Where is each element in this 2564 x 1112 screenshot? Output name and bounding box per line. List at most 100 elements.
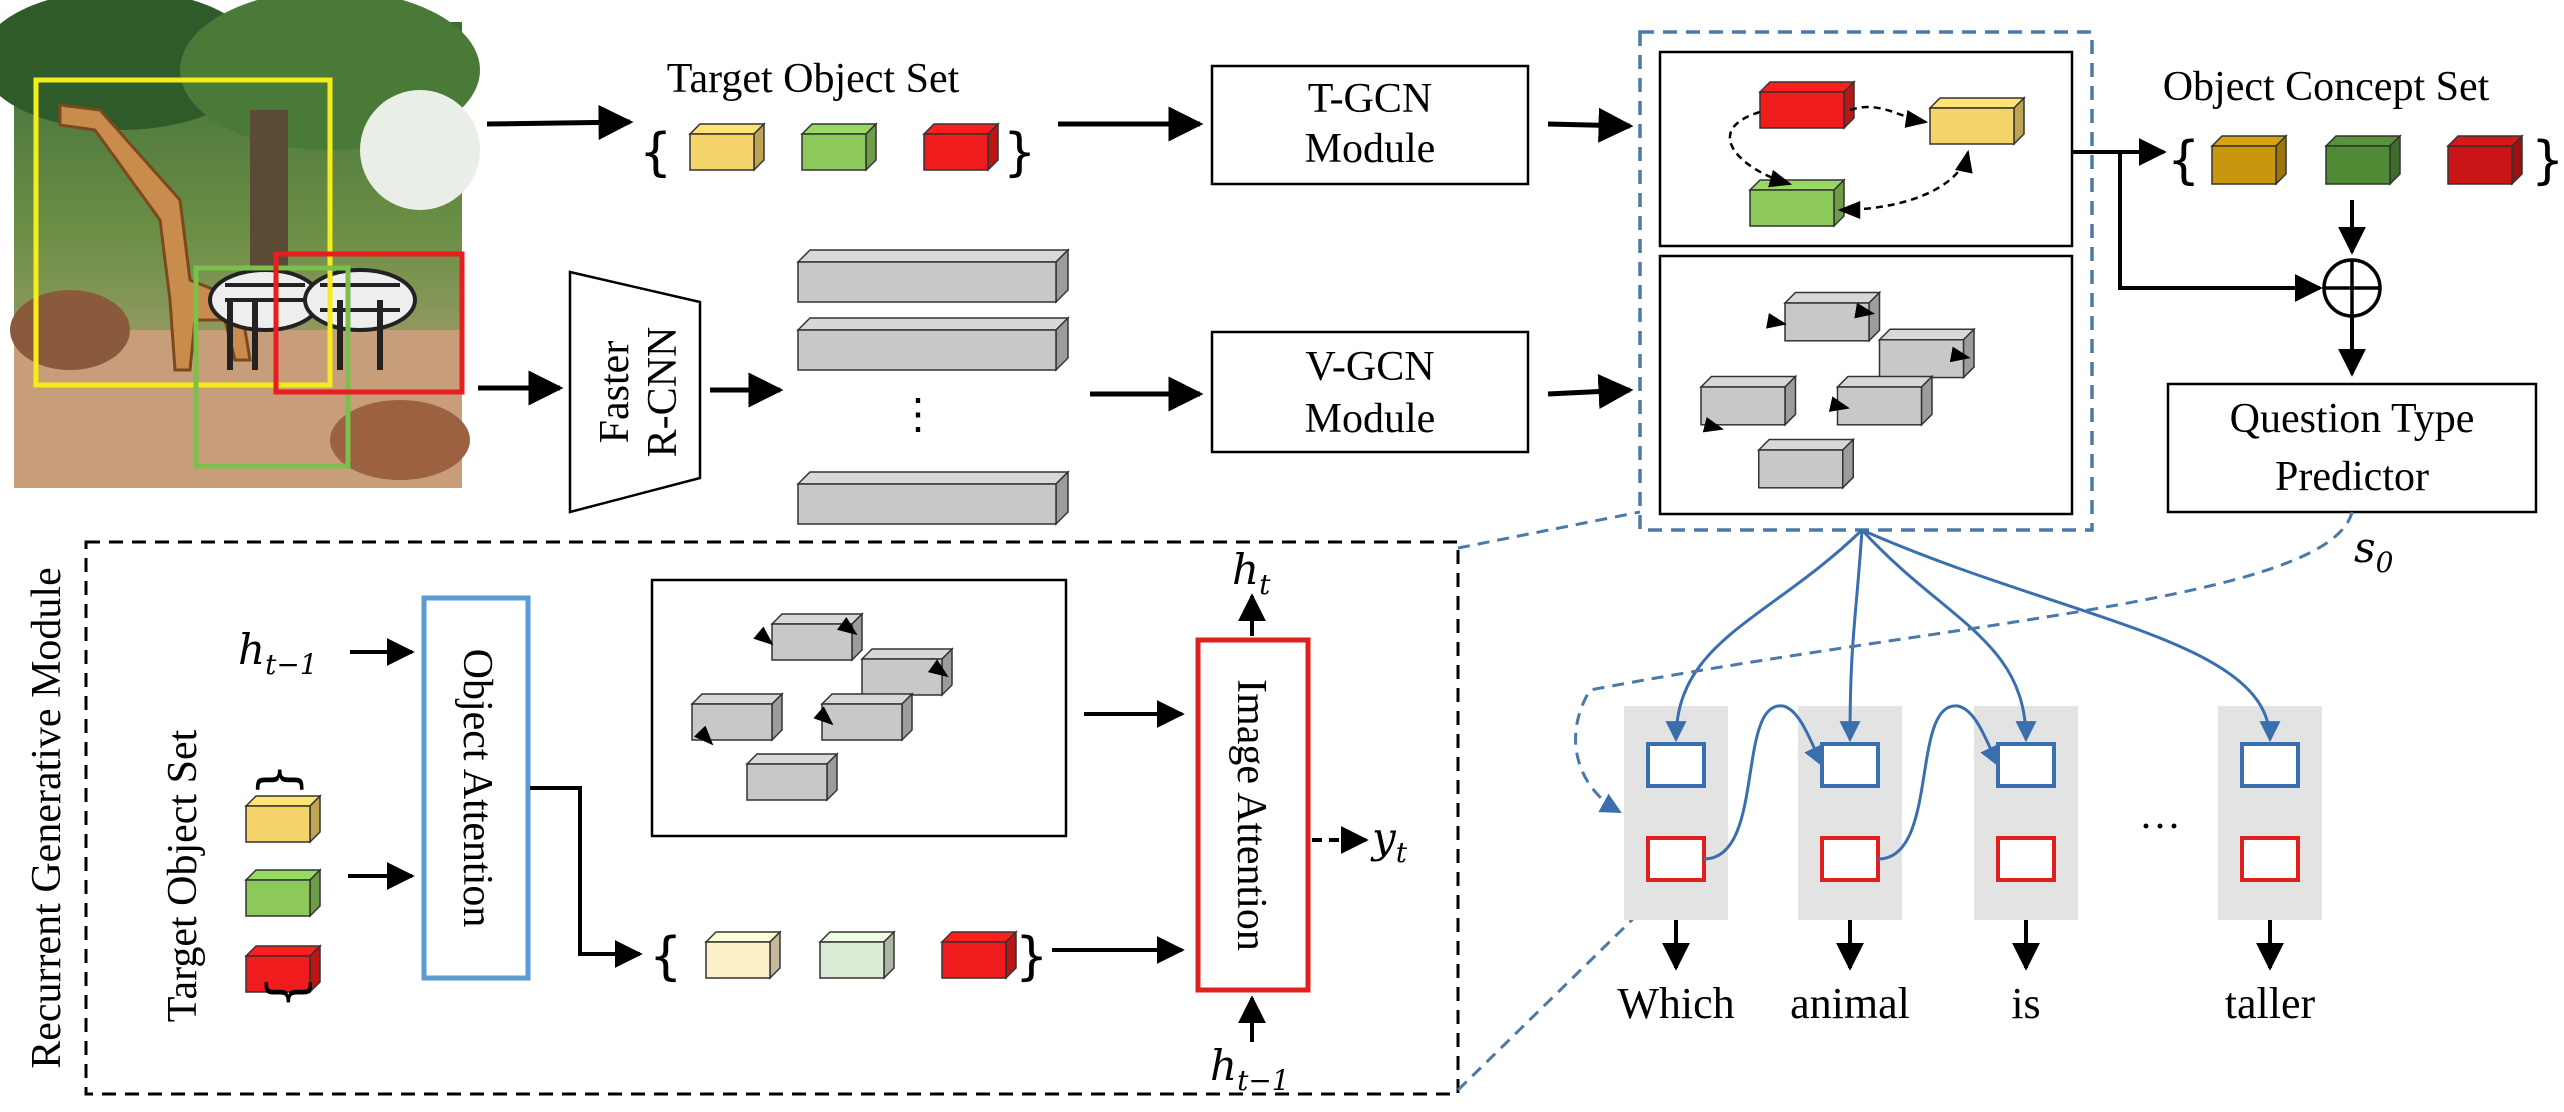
arrow-vgcn-to-graph bbox=[1547, 374, 1634, 410]
graph-to-decoder-arrow bbox=[1839, 529, 1864, 743]
cube-concept-green bbox=[2324, 134, 2402, 186]
decoder-hidden-cell bbox=[1996, 836, 2056, 882]
brace-open: { bbox=[640, 123, 671, 183]
decoder-attention-cell bbox=[1996, 742, 2056, 788]
y-t-output: yt bbox=[1370, 813, 1408, 869]
cube-yellow bbox=[688, 122, 766, 172]
bbox-yellow bbox=[33, 77, 333, 388]
image-attention-box bbox=[1195, 637, 1311, 993]
region-feature-bar-1 bbox=[796, 316, 1070, 372]
object-attention-box bbox=[421, 595, 531, 981]
graph-node-gray-3 bbox=[820, 692, 914, 742]
graph-node-gray-2 bbox=[690, 692, 784, 742]
cube-green bbox=[800, 122, 878, 172]
zoom-line-bottom bbox=[1456, 910, 1642, 1092]
rgm-object-red bbox=[244, 944, 322, 994]
decoder-ellipsis: ··· bbox=[2139, 804, 2181, 850]
graph-node-green bbox=[1748, 178, 1846, 228]
object-attention-label: Object Attention bbox=[454, 649, 500, 928]
cube-weighted-yellow bbox=[704, 930, 782, 980]
faster-rcnn-trapezoid bbox=[568, 270, 702, 514]
brace-close: } bbox=[1004, 123, 1035, 183]
graph-node-yellow bbox=[1928, 96, 2026, 146]
region-feature-bar-2 bbox=[796, 470, 1070, 526]
tgcn-label-1: T-GCN bbox=[1308, 76, 1432, 122]
graph-to-decoder-arrow bbox=[1861, 528, 2281, 743]
graph-node-gray-0 bbox=[770, 612, 864, 662]
recurrent-link-arrow bbox=[1877, 704, 2000, 861]
rgm-object-yellow bbox=[244, 794, 322, 844]
zoom-line-top bbox=[1457, 510, 1641, 550]
target-object-yellow bbox=[688, 122, 766, 172]
vgcn-module-box bbox=[1210, 330, 1530, 454]
recurrent-generative-module-box bbox=[84, 540, 1460, 1096]
vgcn-label-2: Module bbox=[1305, 396, 1436, 442]
tgcn-label-2: Module bbox=[1305, 126, 1436, 172]
graph-node-gray-1 bbox=[860, 647, 954, 697]
graph-node-gray-1 bbox=[1877, 327, 1976, 380]
edge-green-yellow bbox=[1837, 149, 1973, 219]
vgcn-label-1: V-GCN bbox=[1305, 344, 1434, 390]
weighted-object-green bbox=[818, 930, 896, 980]
rgm-target-object-set-label: Target Object Set bbox=[160, 729, 206, 1022]
decoder-attention-cell bbox=[1646, 742, 1706, 788]
target-object-green bbox=[800, 122, 878, 172]
cube-weighted-green bbox=[818, 930, 896, 980]
bbox-red bbox=[273, 251, 465, 395]
decoder-word: animal bbox=[1790, 979, 1910, 1028]
weighted-object-red bbox=[940, 930, 1018, 980]
sum-node-icon bbox=[2322, 258, 2382, 318]
cube-red bbox=[922, 122, 1000, 172]
rgm-object-green bbox=[244, 868, 322, 918]
rgm-brace-bottom: { bbox=[257, 977, 317, 1008]
h-t-output: ht bbox=[1232, 545, 1271, 601]
image-attention-label: Image Attention bbox=[1228, 679, 1274, 951]
faster-rcnn-label-1: Faster bbox=[592, 341, 638, 444]
graph-node-red bbox=[1758, 80, 1856, 130]
h-t-minus-1-input: ht−1 bbox=[238, 625, 318, 681]
h-t-minus-1-bottom: ht−1 bbox=[1210, 1041, 1290, 1097]
graph-node-gray-2 bbox=[1699, 374, 1798, 427]
edge-red-yellow bbox=[1849, 105, 1929, 128]
decoder-word: taller bbox=[2225, 979, 2316, 1028]
s0-label: s0 bbox=[2354, 523, 2393, 579]
region-feature-stack bbox=[796, 248, 1070, 526]
graph-to-decoder-arrow bbox=[1665, 528, 1864, 743]
tgcn-module-box bbox=[1210, 64, 1530, 186]
decoder-word: is bbox=[2011, 979, 2040, 1028]
region-feature-bar-0 bbox=[796, 248, 1070, 304]
target-object-set-title: Target Object Set bbox=[667, 56, 960, 102]
decoder-hidden-cell bbox=[2240, 836, 2300, 882]
predictor-label-2: Predictor bbox=[2275, 454, 2429, 500]
arrow-graph-to-sum bbox=[2118, 152, 2323, 302]
graph-node-gray-3 bbox=[1835, 374, 1934, 427]
graph-node-gray-4 bbox=[1756, 437, 1856, 490]
cube-rgm-yellow bbox=[244, 794, 322, 844]
concept-object-green bbox=[2324, 134, 2402, 186]
concept-brace-open: { bbox=[2168, 131, 2199, 191]
question-type-predictor-box bbox=[2166, 382, 2538, 514]
cube-concept-yellow bbox=[2210, 134, 2288, 186]
object-concept-set-title: Object Concept Set bbox=[2163, 64, 2490, 110]
cube-rgm-green bbox=[244, 868, 322, 918]
bbox-green bbox=[193, 265, 351, 469]
graph-node-gray-0 bbox=[1783, 290, 1882, 343]
concept-graph bbox=[1728, 80, 2026, 228]
concept-object-red bbox=[2446, 134, 2524, 186]
edge-red-green bbox=[1728, 110, 1793, 188]
concept-brace-close: } bbox=[2532, 131, 2563, 191]
predictor-label-1: Question Type bbox=[2230, 396, 2475, 442]
cube-concept-red bbox=[2446, 134, 2524, 186]
decoder-steps: Which animal is taller bbox=[1617, 528, 2322, 1028]
concept-object-yellow bbox=[2210, 134, 2288, 186]
arrow-photo-to-set bbox=[486, 104, 634, 140]
decoder-attention-cell bbox=[1820, 742, 1880, 788]
faster-rcnn-label-2: R-CNN bbox=[640, 327, 686, 458]
recurrent-generative-module-label: Recurrent Generative Module bbox=[24, 567, 70, 1068]
decoder-word: Which bbox=[1617, 979, 1734, 1028]
s0-to-decoder-dashed-path bbox=[1574, 511, 2354, 814]
scene-photo bbox=[0, 0, 480, 488]
decoder-hidden-cell bbox=[1820, 836, 1880, 882]
arrow-attention-to-weighted-set bbox=[530, 786, 643, 968]
